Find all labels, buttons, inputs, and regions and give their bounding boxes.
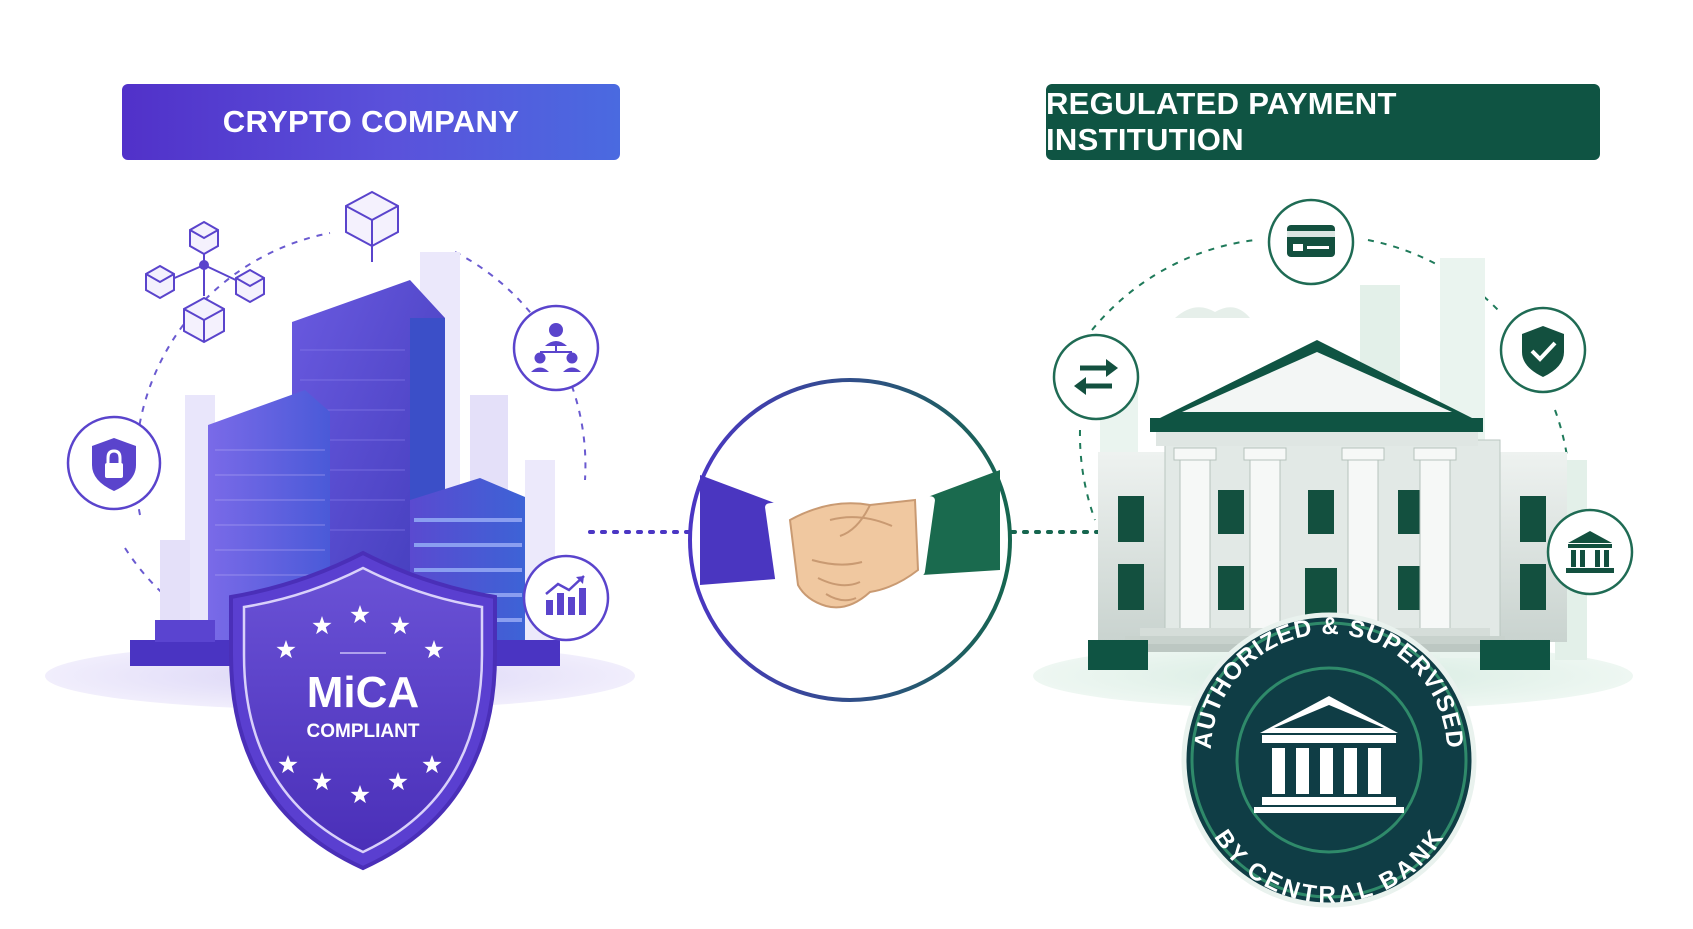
regulated-institution-label: REGULATED PAYMENT INSTITUTION: [1046, 84, 1600, 160]
transfer-arrows-icon: [1052, 333, 1140, 421]
mica-subtitle: COMPLIANT: [307, 721, 420, 742]
network-people-icon: [512, 304, 600, 392]
crypto-company-scene: MiCA COMPLIANT: [45, 190, 635, 871]
payment-institution-scene: AUTHORIZED & SUPERVISED BY CENTRAL BANK: [1033, 198, 1634, 909]
mica-title: MiCA: [307, 668, 419, 717]
growth-chart-icon: [522, 554, 610, 642]
bank-icon: [1546, 508, 1634, 596]
handshake-icon: [700, 470, 1000, 609]
mica-compliant-badge: MiCA COMPLIANT: [229, 550, 497, 871]
crypto-company-label: CRYPTO COMPANY: [122, 84, 620, 160]
credit-card-icon: [1267, 198, 1355, 286]
seal-bank-icon: [1254, 696, 1404, 813]
blockchain-cubes-icon: [145, 190, 399, 344]
eu-stars-icon: [276, 605, 444, 804]
partnership-connector: [588, 378, 1107, 702]
lock-shield-icon: [66, 415, 162, 511]
central-bank-seal: AUTHORIZED & SUPERVISED BY CENTRAL BANK: [1181, 612, 1477, 909]
check-shield-icon: [1499, 306, 1587, 394]
